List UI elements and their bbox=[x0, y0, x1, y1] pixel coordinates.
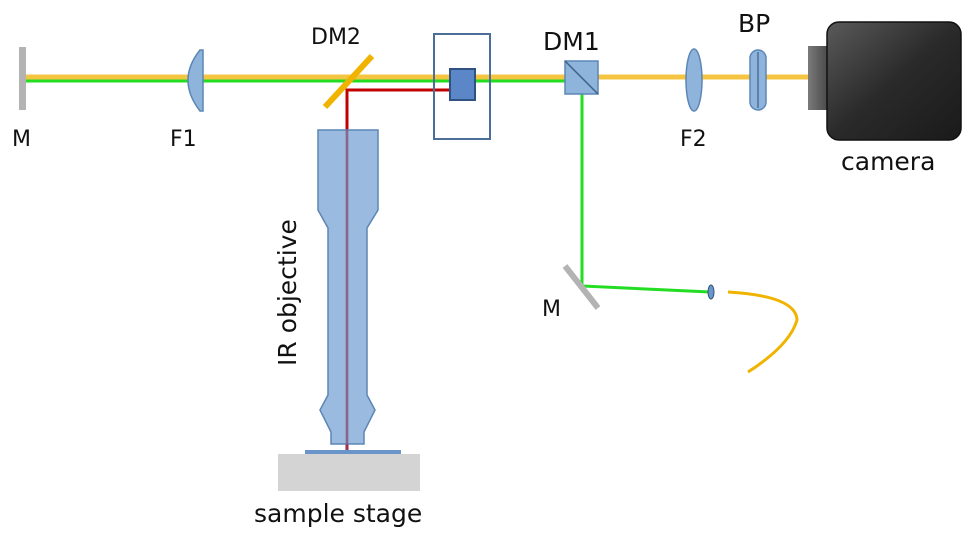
sample-stage bbox=[278, 454, 420, 491]
bandpass-label: BP bbox=[738, 9, 770, 38]
dm1-label: DM1 bbox=[543, 27, 600, 56]
branch-beam-green bbox=[580, 81, 711, 294]
lens-f2-label: F2 bbox=[680, 127, 707, 152]
fiber-coupling-lens bbox=[707, 284, 715, 300]
sample-slide bbox=[305, 450, 401, 454]
camera-body bbox=[826, 21, 962, 141]
ir-objective-label: IR objective bbox=[273, 219, 302, 366]
camera-label: camera bbox=[841, 147, 935, 176]
ppln-holder bbox=[433, 33, 491, 140]
dichroic-mirror-dm2 bbox=[322, 53, 375, 110]
mirror-left bbox=[19, 47, 26, 110]
dm2-label: DM2 bbox=[311, 25, 361, 50]
lens-f1-label: F1 bbox=[170, 127, 197, 152]
mirror-left-label: M bbox=[12, 127, 31, 152]
sample-stage-label: sample stage bbox=[254, 499, 422, 528]
lens-f1 bbox=[187, 49, 204, 112]
optical-fiber bbox=[727, 290, 799, 374]
mirror-lower bbox=[562, 264, 601, 310]
lens-f2 bbox=[685, 48, 703, 112]
beamsplitter-dm1-diagonal bbox=[564, 60, 599, 95]
pppln-crystal bbox=[449, 68, 476, 101]
mirror-lower-label: M bbox=[542, 297, 561, 322]
